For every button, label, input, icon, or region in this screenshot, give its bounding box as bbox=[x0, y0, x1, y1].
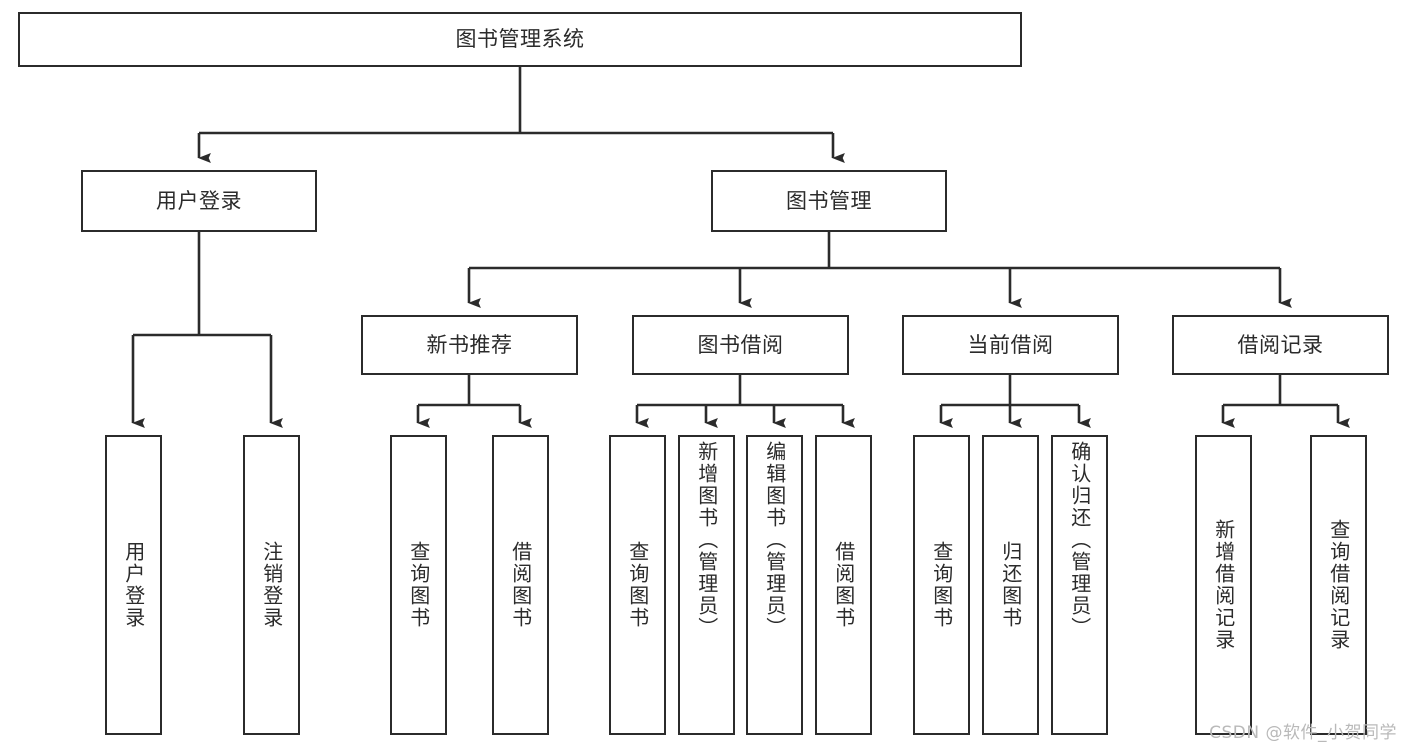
leaf-edit-book-admin[interactable]: 编辑图书（管理员） bbox=[746, 435, 803, 735]
node-label: 编辑图书（管理员） bbox=[762, 441, 787, 639]
node-label: 新书推荐 bbox=[426, 332, 513, 357]
node-label: 新增图书（管理员） bbox=[694, 441, 719, 639]
leaf-add-book-admin[interactable]: 新增图书（管理员） bbox=[678, 435, 735, 735]
node-label: 借阅记录 bbox=[1237, 332, 1324, 357]
leaf-user-login[interactable]: 用户登录 bbox=[105, 435, 162, 735]
node-label: 查询图书 bbox=[406, 541, 431, 629]
node-label: 确认归还（管理员） bbox=[1067, 441, 1092, 639]
node-label: 查询图书 bbox=[929, 541, 954, 629]
node-label: 用户登录 bbox=[156, 188, 242, 213]
leaf-query-borrow-record[interactable]: 查询借阅记录 bbox=[1310, 435, 1367, 735]
node-label: 注销登录 bbox=[259, 541, 284, 629]
node-user-login[interactable]: 用户登录 bbox=[81, 170, 317, 232]
node-borrow-records[interactable]: 借阅记录 bbox=[1172, 315, 1389, 375]
node-label: 图书管理系统 bbox=[455, 27, 585, 52]
node-book-management[interactable]: 图书管理 bbox=[711, 170, 947, 232]
node-book-borrow[interactable]: 图书借阅 bbox=[632, 315, 849, 375]
node-label: 归还图书 bbox=[998, 541, 1023, 629]
node-label: 查询图书 bbox=[625, 541, 650, 629]
leaf-add-borrow-record[interactable]: 新增借阅记录 bbox=[1195, 435, 1252, 735]
node-current-borrow[interactable]: 当前借阅 bbox=[902, 315, 1119, 375]
node-new-book-recommend[interactable]: 新书推荐 bbox=[361, 315, 578, 375]
leaf-logout[interactable]: 注销登录 bbox=[243, 435, 300, 735]
node-label: 当前借阅 bbox=[967, 332, 1054, 357]
node-label: 查询借阅记录 bbox=[1326, 519, 1351, 651]
leaf-borrow-book-recommend[interactable]: 借阅图书 bbox=[492, 435, 549, 735]
node-label: 借阅图书 bbox=[831, 541, 856, 629]
leaf-borrow-book[interactable]: 借阅图书 bbox=[815, 435, 872, 735]
node-label: 借阅图书 bbox=[508, 541, 533, 629]
node-label: 用户登录 bbox=[121, 541, 146, 629]
leaf-query-book-borrow[interactable]: 查询图书 bbox=[609, 435, 666, 735]
node-label: 图书借阅 bbox=[697, 332, 784, 357]
leaf-confirm-return-admin[interactable]: 确认归还（管理员） bbox=[1051, 435, 1108, 735]
leaf-return-book[interactable]: 归还图书 bbox=[982, 435, 1039, 735]
watermark: CSDN @软件_小贺同学 bbox=[1209, 723, 1397, 743]
leaf-query-book-recommend[interactable]: 查询图书 bbox=[390, 435, 447, 735]
node-label: 图书管理 bbox=[786, 188, 872, 213]
node-root-book-management-system[interactable]: 图书管理系统 bbox=[18, 12, 1022, 67]
leaf-query-book-current[interactable]: 查询图书 bbox=[913, 435, 970, 735]
node-label: 新增借阅记录 bbox=[1211, 519, 1236, 651]
